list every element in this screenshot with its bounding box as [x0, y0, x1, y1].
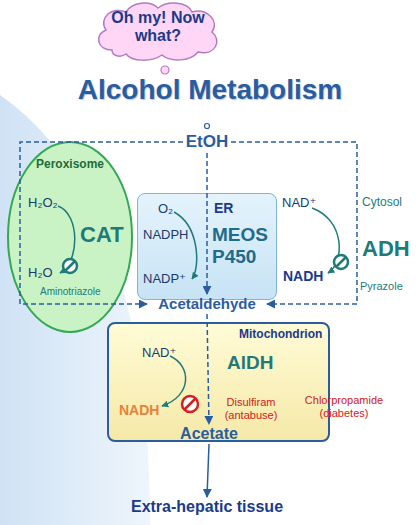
node-text: Acetate [169, 425, 249, 443]
reaction-arrow [174, 212, 197, 279]
node-text: CAT [80, 222, 132, 247]
pathway-arrow [231, 142, 357, 304]
text-label: Chlorpropamide (diabetes) [296, 394, 392, 419]
thought-bubble [161, 66, 169, 74]
cloud-shape [99, 3, 217, 60]
node-text: NADH [119, 402, 169, 418]
node-text: AlDH [227, 352, 283, 374]
text-label: NAD⁺ [282, 196, 322, 211]
inhibitor-symbol [334, 255, 348, 269]
node-text: O₂ [158, 202, 182, 217]
node-text: Acetaldehyde [147, 295, 267, 312]
metabolite-node: EtOH [183, 131, 231, 153]
reaction-arrow [58, 206, 75, 273]
node-text: Oh my! Now what? [108, 9, 208, 46]
organelle-box: MitochondrionNAD⁺ AlDH NADH Disulfiram (ant… [107, 322, 330, 442]
node-text: NADP⁺ [143, 272, 193, 287]
pathway-arrow [20, 142, 183, 304]
node-text: Disulfiram (antabuse) [219, 396, 283, 421]
node-text: H₂O [28, 266, 68, 281]
diagram-title: Alcohol Metabolism [0, 74, 420, 106]
text-label: NADH [283, 268, 333, 284]
text-label: Pyrazole [360, 280, 418, 293]
node-text: EtOH [183, 132, 231, 152]
node-text: Peroxisome [6, 158, 134, 172]
background-arc [0, 95, 150, 525]
node-text: H₂O₂ [28, 196, 68, 211]
inhibitor-symbol [63, 259, 77, 273]
text-label: Cytosol [362, 196, 418, 210]
organelle-ellipse: PeroxisomeH₂O₂ CAT H₂O Aminotriazole [6, 140, 134, 334]
node-text: NADPH [143, 228, 193, 243]
organelle-box: O₂ ER NADPH MEOS P450NADP⁺ [137, 193, 277, 300]
node-text: Extra-hepatic tissue [107, 498, 307, 516]
metabolite-node: Acetaldehyde [147, 294, 267, 314]
pathway-arrow [206, 153, 208, 294]
thought-bubble [205, 124, 210, 129]
node-text: ER [214, 200, 244, 216]
reaction-arrow [162, 356, 186, 406]
thought-cloud: Oh my! Now what? [92, 0, 224, 62]
text-label: ADH [362, 236, 418, 261]
node-text: Aminotriazole [40, 286, 110, 298]
reaction-arrow [312, 208, 339, 273]
pathway-arrow [207, 314, 209, 424]
metabolite-node: Extra-hepatic tissue [107, 497, 307, 519]
metabolite-node: Acetate [169, 424, 249, 444]
node-text: NAD⁺ [142, 346, 178, 361]
node-text: MEOS P450 [212, 224, 274, 268]
pathway-arrow [207, 444, 209, 497]
inhibitor-symbol [182, 396, 198, 412]
node-text: Mitochondrion [239, 328, 329, 342]
